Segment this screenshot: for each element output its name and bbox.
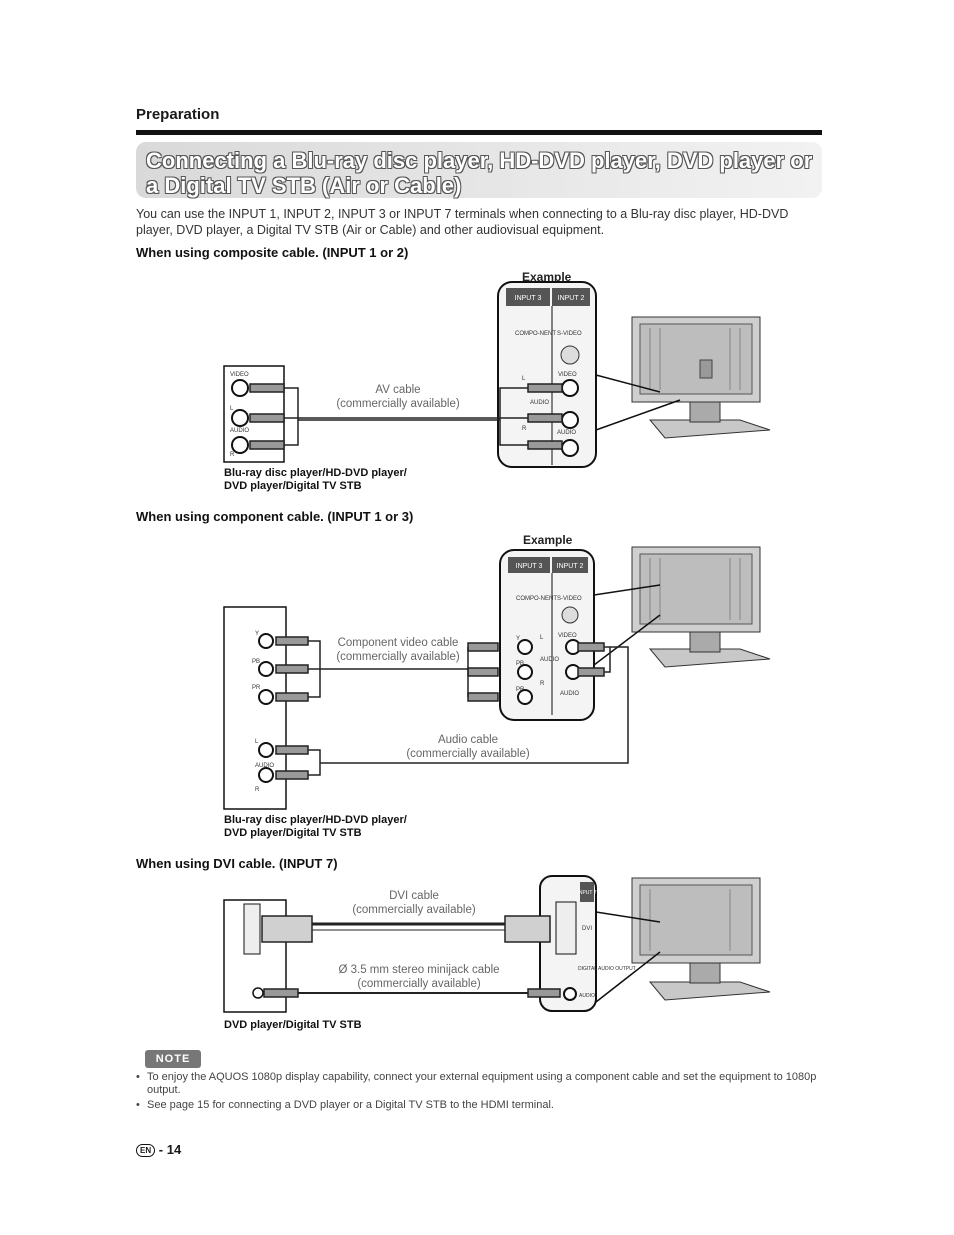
panel-tab-input3: INPUT 3 bbox=[515, 295, 542, 302]
av-cable bbox=[249, 383, 563, 450]
av-cable-line1: AV cable bbox=[375, 384, 421, 396]
panel-label-audio-b: AUDIO bbox=[560, 691, 579, 697]
dvi-heading: When using DVI cable. (INPUT 7) bbox=[136, 856, 338, 871]
dvi-cable bbox=[261, 915, 551, 943]
panel-tab-input7: INPUT 7 bbox=[577, 890, 596, 896]
panel-label-pb: PB bbox=[516, 661, 524, 667]
dvi-device-caption: DVD player/Digital TV STB bbox=[224, 1019, 362, 1031]
dev-port-r: R bbox=[255, 787, 260, 793]
panel-label-l: L bbox=[540, 635, 544, 641]
composite-device-line2: DVD player/Digital TV STB bbox=[224, 480, 362, 492]
panel-tab-input2: INPUT 2 bbox=[557, 563, 584, 570]
minijack-cable bbox=[263, 988, 561, 998]
input-terminal-panel: INPUT 3 INPUT 2 COMPO-NENT S-VIDEO VIDEO… bbox=[497, 281, 597, 468]
component-heading: When using component cable. (INPUT 1 or … bbox=[136, 509, 414, 524]
panel-tab-input2: INPUT 2 bbox=[558, 295, 585, 302]
audio-cable-line2: (commercially available) bbox=[406, 748, 530, 760]
component-cable-line1: Component video cable bbox=[337, 637, 459, 649]
panel-label-svideo: S-VIDEO bbox=[557, 331, 582, 337]
page-title: Connecting a Blu-ray disc player, HD-DVD… bbox=[146, 148, 813, 198]
panel-label-component: COMPO-NENT bbox=[515, 331, 556, 337]
tv-rear-icon bbox=[631, 877, 771, 1001]
panel-label-svideo: S-VIDEO bbox=[557, 596, 582, 602]
dev-port-r: R bbox=[230, 452, 235, 458]
lang-badge: EN bbox=[136, 1144, 156, 1158]
dev-port-l: L bbox=[255, 739, 259, 745]
panel-label-video: VIDEO bbox=[558, 372, 577, 378]
composite-example-label: Example bbox=[522, 270, 572, 284]
dvi-diagram: INPUT 7 DVI DIGITAL AUDIO OUTPUT AUDIO bbox=[223, 875, 771, 1013]
component-cable-label: Component video cable (commercially avai… bbox=[318, 636, 478, 664]
section-label: Preparation bbox=[136, 106, 220, 123]
panel-label-audio-a: AUDIO bbox=[530, 400, 549, 406]
tv-rear-icon bbox=[631, 546, 771, 668]
input-terminal-panel: INPUT 3 INPUT 2 COMPO-NENT S-VIDEO VIDEO… bbox=[499, 549, 595, 721]
composite-heading: When using composite cable. (INPUT 1 or … bbox=[136, 245, 409, 260]
minijack-cable-label: Ø 3.5 mm stereo minijack cable (commerci… bbox=[314, 963, 524, 991]
component-diagram: INPUT 3 INPUT 2 COMPO-NENT S-VIDEO VIDEO… bbox=[223, 546, 771, 810]
panel-tab-input3: INPUT 3 bbox=[516, 563, 543, 570]
note-item: See page 15 for connecting a DVD player … bbox=[136, 1099, 826, 1112]
component-device-line2: DVD player/Digital TV STB bbox=[224, 827, 362, 839]
component-video-cable bbox=[275, 636, 499, 702]
note-list: To enjoy the AQUOS 1080p display capabil… bbox=[136, 1071, 826, 1114]
composite-diagram: INPUT 3 INPUT 2 COMPO-NENT S-VIDEO VIDEO… bbox=[223, 281, 771, 468]
component-device-caption: Blu-ray disc player/HD-DVD player/ DVD p… bbox=[224, 814, 407, 840]
page-number-value: 14 bbox=[166, 1142, 182, 1157]
panel-label-l: L bbox=[522, 376, 526, 382]
composite-device-line1: Blu-ray disc player/HD-DVD player/ bbox=[224, 467, 407, 479]
panel-label-y: Y bbox=[516, 636, 520, 642]
note-badge: NOTE bbox=[145, 1050, 201, 1068]
dev-port-pb: PB bbox=[252, 659, 260, 665]
intro-text: You can use the INPUT 1, INPUT 2, INPUT … bbox=[136, 207, 789, 237]
dvi-cable-line1: DVI cable bbox=[389, 890, 439, 902]
audio-cable bbox=[275, 642, 629, 780]
input7-terminal-panel: INPUT 7 DVI DIGITAL AUDIO OUTPUT AUDIO bbox=[539, 875, 636, 1012]
panel-label-audio-b: AUDIO bbox=[557, 430, 576, 436]
panel-label-audio-a: AUDIO bbox=[540, 657, 559, 663]
panel-label-video: VIDEO bbox=[558, 633, 577, 639]
dev-port-audio: AUDIO bbox=[230, 428, 249, 434]
panel-label-r: R bbox=[540, 681, 545, 687]
component-device-line1: Blu-ray disc player/HD-DVD player/ bbox=[224, 814, 407, 826]
panel-label-digital-audio: DIGITAL AUDIO OUTPUT bbox=[578, 966, 636, 972]
panel-label-r: R bbox=[522, 426, 527, 432]
component-example-label: Example bbox=[523, 533, 573, 547]
tv-rear-icon bbox=[631, 316, 771, 439]
audio-cable-label: Audio cable (commercially available) bbox=[378, 733, 558, 761]
dev-port-pr: PR bbox=[252, 685, 261, 691]
panel-label-component: COMPO-NENT bbox=[516, 596, 557, 602]
audio-cable-line1: Audio cable bbox=[437, 734, 499, 746]
header-rule bbox=[136, 130, 822, 135]
dvi-cable-line2: (commercially available) bbox=[352, 904, 476, 916]
minijack-cable-line1: Ø 3.5 mm stereo minijack cable bbox=[338, 964, 500, 976]
minijack-cable-line2: (commercially available) bbox=[357, 978, 481, 990]
dev-port-audio: AUDIO bbox=[255, 763, 274, 769]
component-cable-line2: (commercially available) bbox=[336, 651, 460, 663]
panel-label-pr: PR bbox=[516, 687, 525, 693]
composite-device-caption: Blu-ray disc player/HD-DVD player/ DVD p… bbox=[224, 467, 407, 493]
dev-port-y: Y bbox=[255, 631, 259, 637]
av-cable-line2: (commercially available) bbox=[336, 398, 460, 410]
av-cable-label: AV cable (commercially available) bbox=[318, 383, 478, 411]
note-item: To enjoy the AQUOS 1080p display capabil… bbox=[136, 1071, 826, 1097]
dev-port-l: L bbox=[230, 406, 234, 412]
panel-label-dvi: DVI bbox=[582, 926, 592, 932]
panel-label-audio: AUDIO bbox=[579, 993, 595, 999]
dvi-cable-label: DVI cable (commercially available) bbox=[334, 889, 494, 917]
page-number: EN - 14 bbox=[136, 1142, 182, 1158]
dev-port-video: VIDEO bbox=[230, 372, 249, 378]
title-banner bbox=[136, 142, 822, 198]
page-dash: - bbox=[158, 1142, 164, 1157]
